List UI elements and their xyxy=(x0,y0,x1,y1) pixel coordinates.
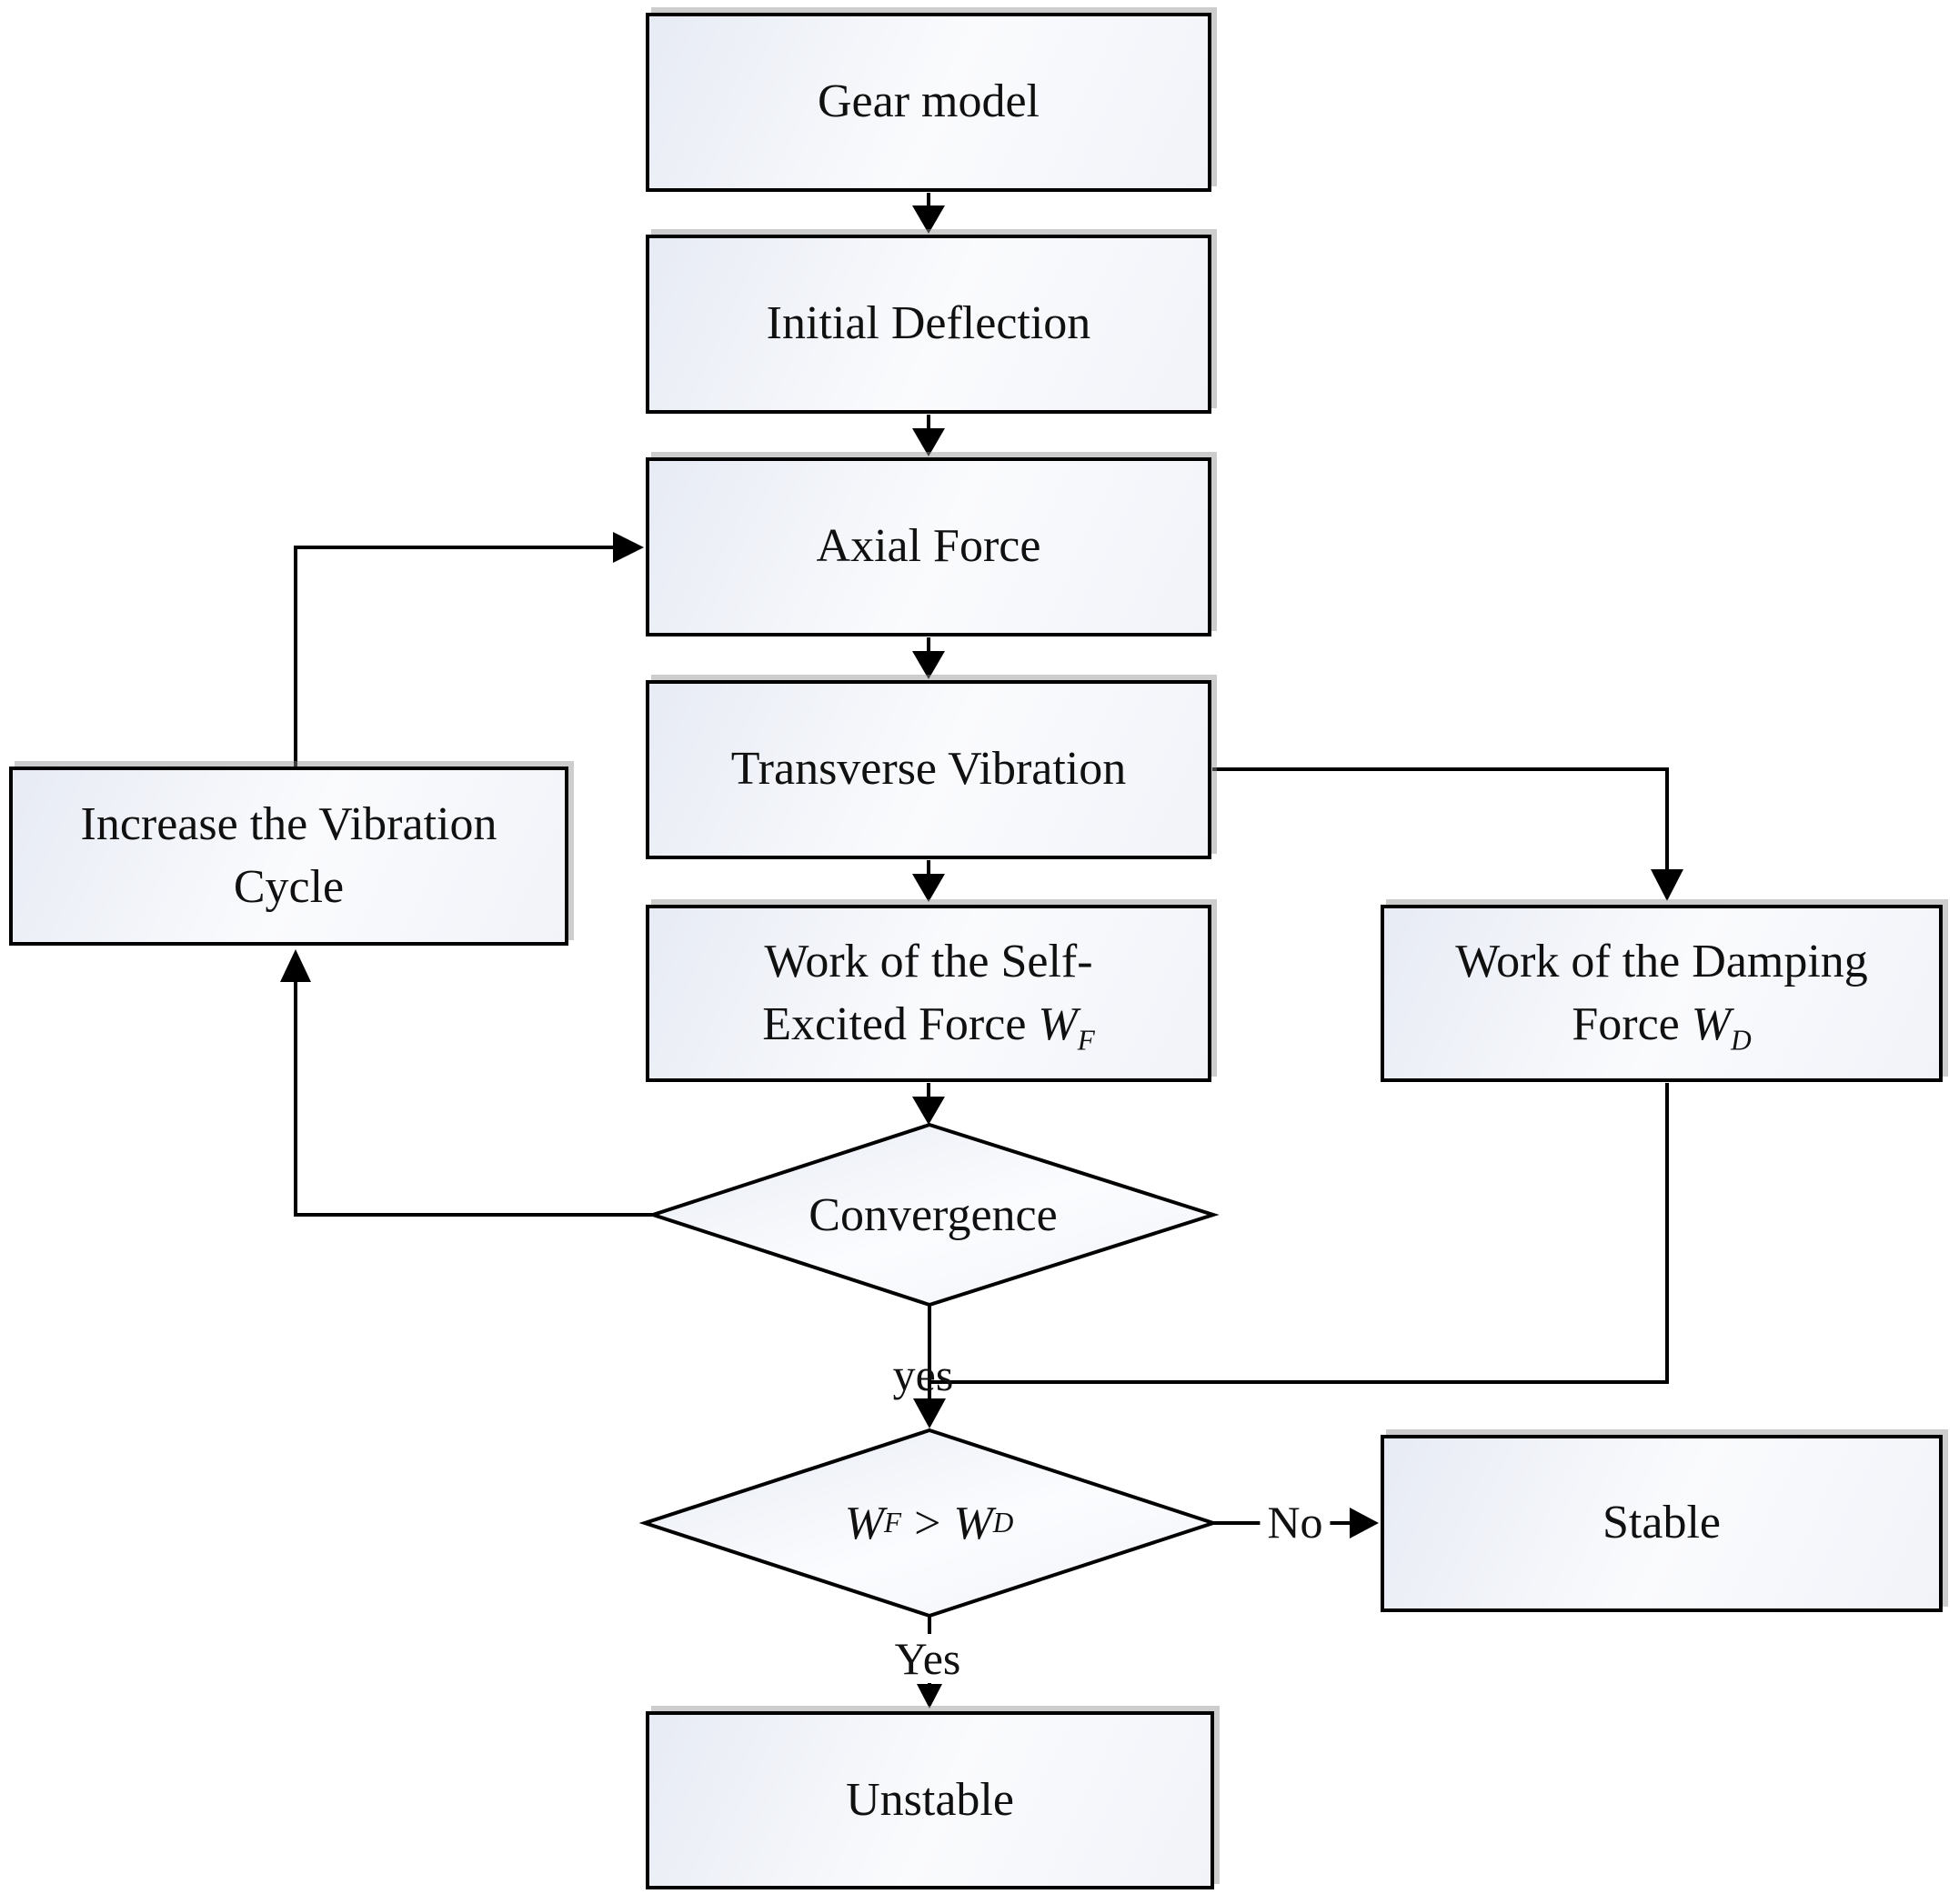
arrow-down-icon xyxy=(912,651,945,679)
node-unstable: Unstable xyxy=(646,1711,1214,1889)
arrow-down-icon xyxy=(912,1097,945,1125)
subscript-d: D xyxy=(1731,1023,1752,1056)
node-gear-model-label: Gear model xyxy=(817,75,1040,128)
node-initial-deflection: Initial Deflection xyxy=(646,235,1211,414)
arrow-down-icon xyxy=(912,205,945,234)
arrow-up-icon xyxy=(280,949,311,982)
node-work-of-damping-force-label: Work of the Damping Force WD xyxy=(1442,931,1881,1056)
edge-label-yes-lowercase: yes xyxy=(892,1349,954,1400)
node-stable-label: Stable xyxy=(1602,1497,1721,1549)
label-line-1: Work of the Self- xyxy=(764,935,1093,987)
node-work-of-damping-force: Work of the Damping Force WD xyxy=(1381,905,1943,1082)
node-gear-model: Gear model xyxy=(646,13,1211,192)
arrow-down-icon xyxy=(912,874,945,902)
node-increase-vibration-cycle-label: Increase the Vibration Cycle xyxy=(80,797,497,913)
subscript-f: F xyxy=(1077,1023,1095,1056)
arrow-down-icon xyxy=(913,1398,946,1428)
arrowheads xyxy=(280,205,1683,1709)
label-line-2: Force WD xyxy=(1572,997,1752,1056)
node-work-of-self-excited-force: Work of the Self- Excited Force WF xyxy=(646,905,1211,1082)
label-line-1: Work of the Damping xyxy=(1455,935,1868,987)
node-transverse-vibration-label: Transverse Vibration xyxy=(730,743,1127,796)
node-axial-force-label: Axial Force xyxy=(816,520,1041,573)
node-axial-force: Axial Force xyxy=(646,457,1211,636)
edge-label-yes-capital: Yes xyxy=(887,1634,969,1683)
arrow-down-icon xyxy=(912,428,945,456)
arrow-down-icon xyxy=(917,1684,942,1709)
edge-label-no: No xyxy=(1260,1498,1331,1547)
edge-lines xyxy=(294,193,1669,1689)
arrow-right-icon xyxy=(613,532,644,563)
symbol-w: W xyxy=(1038,997,1078,1050)
node-unstable-label: Unstable xyxy=(846,1773,1014,1826)
arrow-right-icon xyxy=(1350,1508,1379,1538)
node-increase-vibration-cycle: Increase the Vibration Cycle xyxy=(9,767,568,946)
node-initial-deflection-label: Initial Deflection xyxy=(766,297,1091,350)
node-stable: Stable xyxy=(1381,1435,1943,1612)
arrow-down-icon xyxy=(1651,869,1683,901)
node-work-of-self-excited-force-label: Work of the Self- Excited Force WF xyxy=(749,931,1108,1056)
symbol-w: W xyxy=(1691,997,1732,1050)
label-line-2: Excited Force WF xyxy=(762,997,1095,1056)
diamond-wf-greater-wd xyxy=(638,1428,1220,1618)
diamond-convergence xyxy=(647,1122,1220,1308)
node-transverse-vibration: Transverse Vibration xyxy=(646,680,1211,859)
